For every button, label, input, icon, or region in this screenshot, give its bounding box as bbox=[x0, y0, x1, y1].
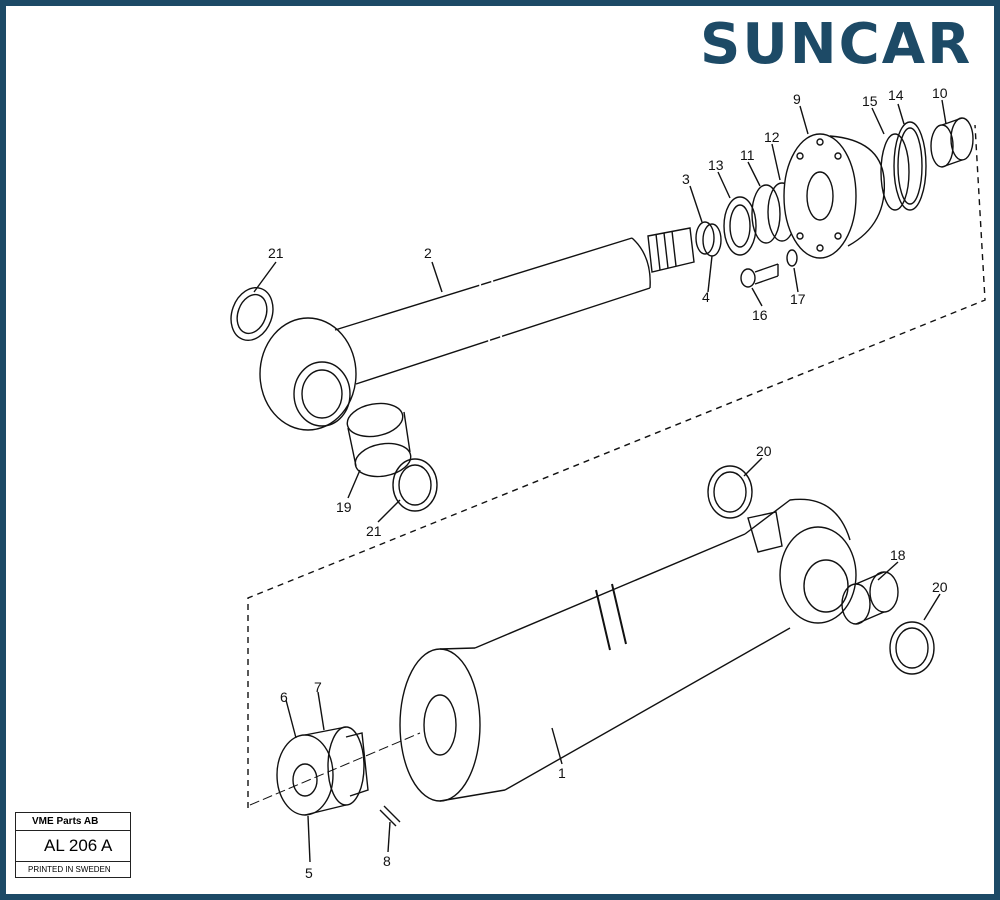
seal-ring-20-lower bbox=[889, 621, 935, 675]
callout-9: 9 bbox=[793, 91, 801, 107]
cylinder-head-9 bbox=[783, 133, 886, 259]
stamp-printed: PRINTED IN SWEDEN bbox=[28, 865, 111, 874]
callout-7: 7 bbox=[314, 679, 322, 695]
callout-20-upper: 20 bbox=[756, 443, 772, 459]
callout-18: 18 bbox=[890, 547, 906, 563]
seal-14 bbox=[893, 121, 927, 211]
callout-4: 4 bbox=[702, 289, 710, 305]
bushing-19 bbox=[346, 402, 412, 478]
bushing-18 bbox=[841, 571, 899, 625]
piston-rod bbox=[230, 227, 695, 431]
callout-17: 17 bbox=[790, 291, 806, 307]
rod-eye-bore bbox=[293, 361, 351, 427]
callout-14: 14 bbox=[888, 87, 904, 103]
callout-5: 5 bbox=[305, 865, 313, 881]
assembly-dashed-line bbox=[247, 124, 986, 808]
callout-6: 6 bbox=[280, 689, 288, 705]
callout-2: 2 bbox=[424, 245, 432, 261]
piston-nut-7 bbox=[345, 732, 369, 797]
callout-12: 12 bbox=[764, 129, 780, 145]
parts-stamp: VME Parts AB AL 206 A PRINTED IN SWEDEN bbox=[15, 812, 131, 878]
ring-3 bbox=[695, 221, 715, 255]
tube-eye bbox=[779, 526, 857, 624]
callout-10: 10 bbox=[932, 85, 948, 101]
stamp-code: AL 206 A bbox=[16, 831, 130, 862]
ring-13 bbox=[723, 196, 757, 256]
grease-nipple-boss bbox=[747, 511, 783, 553]
callout-8: 8 bbox=[383, 853, 391, 869]
callout-21-upper: 21 bbox=[268, 245, 284, 261]
callout-13: 13 bbox=[708, 157, 724, 173]
callout-1: 1 bbox=[558, 765, 566, 781]
callout-11: 11 bbox=[740, 147, 755, 163]
bushing-10 bbox=[930, 117, 974, 168]
callout-16: 16 bbox=[752, 307, 768, 323]
seal-15 bbox=[880, 133, 910, 211]
washer-17 bbox=[786, 249, 798, 267]
seal-ring-20-upper bbox=[707, 465, 753, 519]
logo-text: SUNCAR bbox=[700, 12, 973, 77]
cylinder-tube bbox=[399, 498, 857, 802]
callout-19: 19 bbox=[336, 499, 352, 515]
rod-eye bbox=[259, 317, 357, 431]
bolt-16 bbox=[740, 263, 779, 288]
suncar-logo: SUNCAR bbox=[700, 14, 990, 76]
callout-15: 15 bbox=[862, 93, 878, 109]
callout-3: 3 bbox=[682, 171, 690, 187]
callout-21-lower: 21 bbox=[366, 523, 382, 539]
stamp-company: VME Parts AB bbox=[16, 813, 130, 831]
lock-pin-8 bbox=[379, 805, 401, 827]
seal-ring-21-upper bbox=[230, 287, 274, 341]
seal-ring-21-lower bbox=[392, 458, 438, 512]
piston-6 bbox=[276, 726, 365, 816]
callout-20-lower: 20 bbox=[932, 579, 948, 595]
ring-11 bbox=[751, 184, 781, 244]
